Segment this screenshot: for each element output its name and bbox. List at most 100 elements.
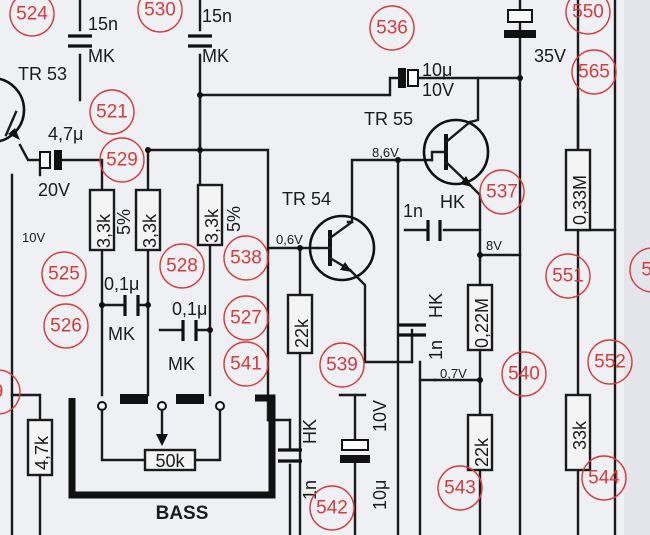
voltage-tr55-base: 8,6V [372, 145, 399, 160]
ref-marker-label: 525 [48, 264, 80, 285]
tr54-label: TR 54 [282, 189, 331, 209]
tr55-symbol [422, 118, 490, 186]
ref-marker-circle [571, 49, 617, 95]
cap-521-value: 4,7μ [48, 124, 83, 144]
res-525-value: 3,3k [94, 213, 114, 248]
ref-marker-circle [545, 253, 591, 299]
capacitors: 15n MK 15n MK 4,7μ 20V 10μ 10V 35V 0,1μ … [38, 6, 566, 510]
page-fold [624, 0, 650, 535]
voltage-07v: 0,7V [440, 366, 467, 381]
cap-542-voltage: 10V [370, 400, 390, 432]
res-528-value: 3,3k [202, 208, 222, 243]
voltage-labels: 10V 0,6V 8,6V 8V 0,7V [22, 145, 502, 381]
cap-536-value: 10μ [422, 60, 452, 80]
ref-marker-label: 551 [552, 266, 584, 287]
ref-marker-label: 538 [230, 248, 262, 269]
ref-marker-circle [581, 455, 627, 501]
ref-marker-circle [9, 0, 55, 37]
res-544-value: 33k [570, 420, 590, 450]
ref-marker-label: 543 [444, 478, 476, 499]
ref-marker-circle [159, 243, 205, 289]
voltage-tr54-base: 0,6V [276, 232, 303, 247]
ref-marker-circle [223, 341, 269, 387]
res-left-value: 4,7k [32, 435, 52, 470]
cap-542-value: 10μ [370, 480, 390, 510]
ref-marker-label: 565 [578, 62, 610, 83]
cap-top-left-type: MK [88, 46, 115, 66]
res-529-value: 3,3k [140, 213, 160, 248]
cap-527-value: 0,1μ [172, 299, 207, 319]
resistors: 3,3k 5% 3,3k 3,3k 5% 22k 0,33M 0,22M 22k… [26, 148, 592, 477]
pad-right [176, 394, 204, 404]
ref-marker-circle [41, 251, 87, 297]
cap-539-type: HK [426, 293, 446, 318]
cap-536-voltage: 10V [422, 80, 454, 100]
cap-541-type: HK [300, 419, 320, 444]
ref-marker-label: 537 [486, 182, 518, 203]
pad-left [120, 394, 148, 404]
ref-marker-label: 552 [594, 352, 626, 373]
res-540-value: 0,22M [472, 298, 492, 348]
cap-537-value: 1n [403, 201, 423, 221]
cap-526-type: MK [108, 324, 135, 344]
ref-marker-label: 550 [572, 2, 604, 23]
wires [10, 0, 617, 535]
ref-marker-circle [565, 0, 611, 35]
cap-top-left-value: 15n [88, 14, 118, 34]
tr53-label: TR 53 [18, 64, 67, 84]
junctions [99, 75, 523, 383]
ref-marker-circle [629, 247, 650, 293]
ref-marker-circle [137, 0, 183, 33]
ref-marker-circle [319, 342, 365, 388]
bass-label: BASS [156, 503, 209, 524]
ref-marker-circle [479, 169, 525, 215]
ref-marker-circle [437, 465, 483, 511]
ref-marker-circle [89, 89, 135, 135]
ref-marker-circle [309, 485, 355, 531]
tr53-symbol [0, 77, 26, 143]
cap-526-value: 0,1μ [104, 274, 139, 294]
ref-marker-label: 541 [230, 354, 262, 375]
res-538-value: 22k [292, 318, 312, 348]
voltage-8v: 8V [486, 238, 502, 253]
ref-marker-label: 524 [16, 4, 48, 25]
cap-top-mid-value: 15n [202, 6, 232, 26]
ref-marker-circle [99, 137, 145, 183]
ref-marker-label: 9 [0, 382, 3, 403]
pot-value: 50k [155, 451, 185, 471]
cap-537-type: HK [440, 192, 465, 212]
tr54-symbol [308, 214, 376, 282]
ref-marker-circle [501, 351, 547, 397]
ref-marker-label: 527 [230, 308, 262, 329]
ref-marker-label: 526 [50, 316, 82, 337]
ref-marker-label: 536 [376, 18, 408, 39]
ref-marker-label: 542 [316, 498, 348, 519]
ref-marker-circle [587, 339, 633, 385]
cap-521-voltage: 20V [38, 180, 70, 200]
ref-marker-circle [223, 235, 269, 281]
cap-top-right-voltage: 35V [534, 46, 566, 66]
ref-marker-label: 539 [326, 355, 358, 376]
ref-marker-label: 528 [166, 256, 198, 277]
tr55-label: TR 55 [364, 109, 413, 129]
ref-marker-label: 521 [96, 102, 128, 123]
bass-control: 50k BASS [68, 394, 276, 524]
ref-marker-circle [43, 303, 89, 349]
cap-527-type: MK [168, 354, 195, 374]
ref-marker-circle [369, 5, 415, 51]
ref-marker-label: 529 [106, 150, 138, 171]
ref-marker-circle [0, 369, 21, 415]
voltage-left: 10V [22, 230, 45, 245]
ref-marker-label: 530 [144, 0, 176, 21]
pot-body [143, 448, 197, 472]
transistors: TR 53 TR 54 TR 55 [0, 64, 490, 282]
ref-marker-circle [223, 295, 269, 341]
res-528-tol: 5% [224, 206, 244, 232]
ref-marker-label: 540 [508, 364, 540, 385]
cap-539-value: 1n [426, 340, 446, 360]
ref-marker-label: 544 [588, 468, 620, 489]
cap-top-mid-type: MK [202, 46, 229, 66]
